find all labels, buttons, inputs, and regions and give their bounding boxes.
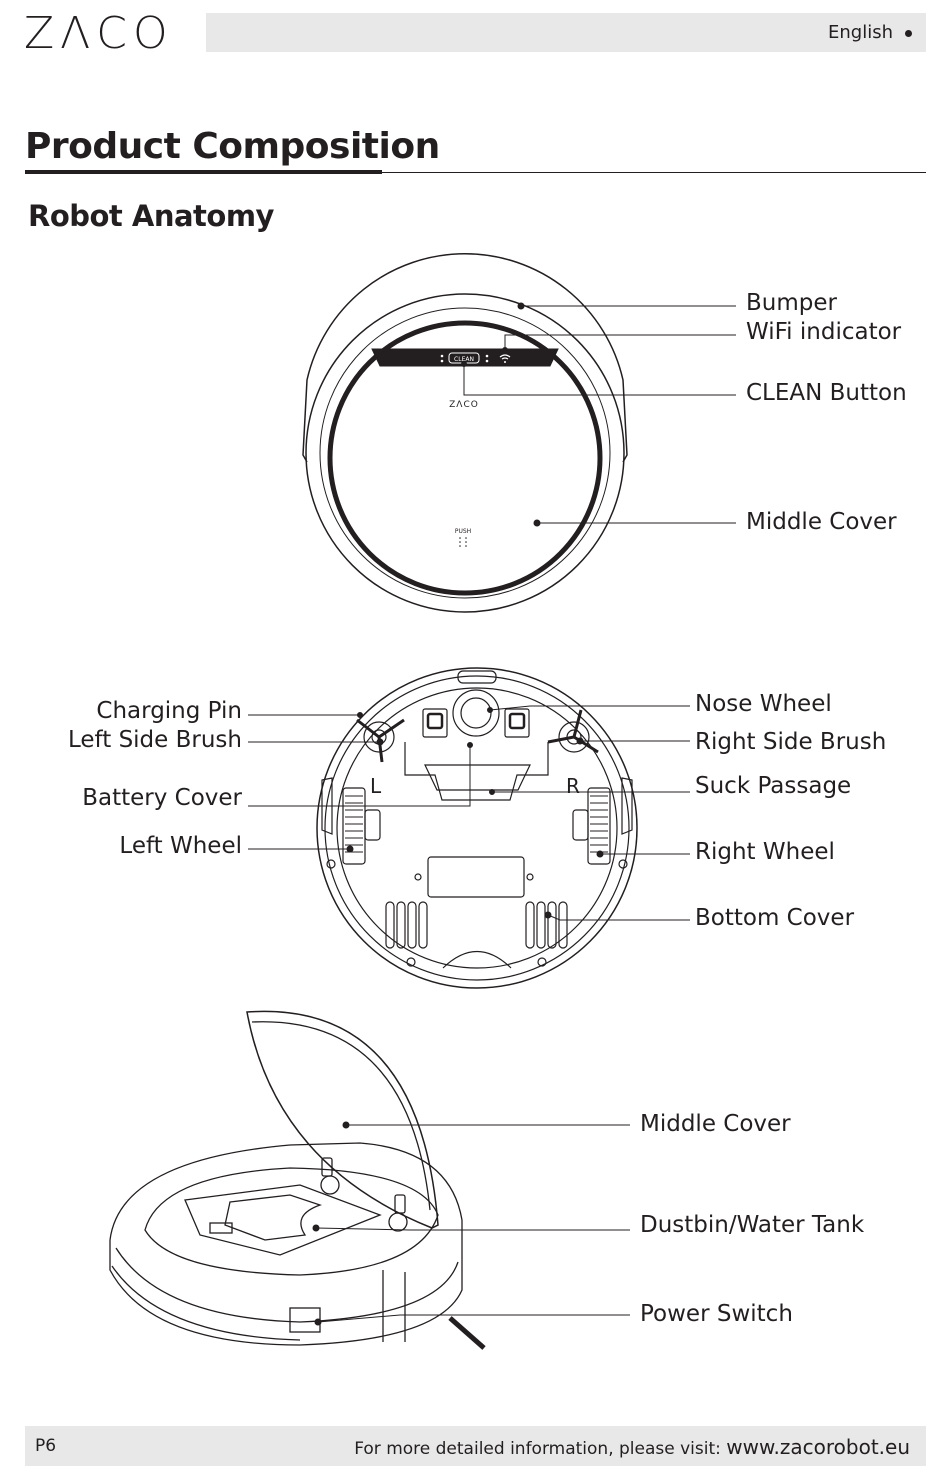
language-selector[interactable]: English bbox=[828, 22, 912, 43]
footer-text: For more detailed information, please vi… bbox=[354, 1439, 721, 1459]
section-subtitle: Robot Anatomy bbox=[28, 199, 274, 233]
label-charging-pin: Charging Pin bbox=[96, 698, 242, 724]
label-middle-cover-open: Middle Cover bbox=[640, 1111, 791, 1137]
top-view-leaders bbox=[461, 302, 736, 527]
label-bumper: Bumper bbox=[746, 290, 837, 316]
label-bottom-cover: Bottom Cover bbox=[695, 905, 855, 931]
label-power-switch: Power Switch bbox=[640, 1301, 793, 1327]
footer-info: For more detailed information, please vi… bbox=[354, 1435, 910, 1459]
brand-logo: ZΛCO bbox=[24, 8, 174, 59]
bottom-view-robot bbox=[316, 667, 638, 989]
open-view-robot bbox=[109, 1010, 486, 1350]
top-view-robot bbox=[302, 253, 628, 613]
header-bar: English bbox=[206, 13, 926, 52]
title-divider bbox=[25, 172, 926, 173]
panel-logo: ZΛCO bbox=[449, 400, 479, 410]
clean-button-text: CLEAN bbox=[454, 356, 474, 363]
label-suck-passage: Suck Passage bbox=[695, 773, 852, 799]
label-middle-cover-top: Middle Cover bbox=[746, 509, 897, 535]
label-dustbin-water-tank: Dustbin/Water Tank bbox=[640, 1212, 865, 1238]
label-left-wheel: Left Wheel bbox=[119, 833, 242, 859]
open-view-leaders bbox=[312, 1121, 630, 1326]
footer-bar: P6 For more detailed information, please… bbox=[25, 1426, 926, 1466]
page-number: P6 bbox=[35, 1436, 57, 1456]
right-mark: R bbox=[566, 774, 580, 798]
label-right-side-brush: Right Side Brush bbox=[695, 729, 887, 755]
label-right-wheel: Right Wheel bbox=[695, 839, 835, 865]
footer-url-link[interactable]: www.zacorobot.eu bbox=[726, 1435, 910, 1459]
page-title: Product Composition bbox=[25, 126, 440, 167]
left-mark: L bbox=[370, 774, 382, 798]
push-text: PUSH bbox=[455, 528, 471, 535]
label-wifi-indicator: WiFi indicator bbox=[746, 319, 902, 345]
label-nose-wheel: Nose Wheel bbox=[695, 691, 832, 717]
bottom-view-leaders bbox=[248, 705, 690, 921]
label-clean-button: CLEAN Button bbox=[746, 380, 907, 406]
label-battery-cover: Battery Cover bbox=[82, 785, 242, 811]
label-left-side-brush: Left Side Brush bbox=[67, 727, 242, 753]
